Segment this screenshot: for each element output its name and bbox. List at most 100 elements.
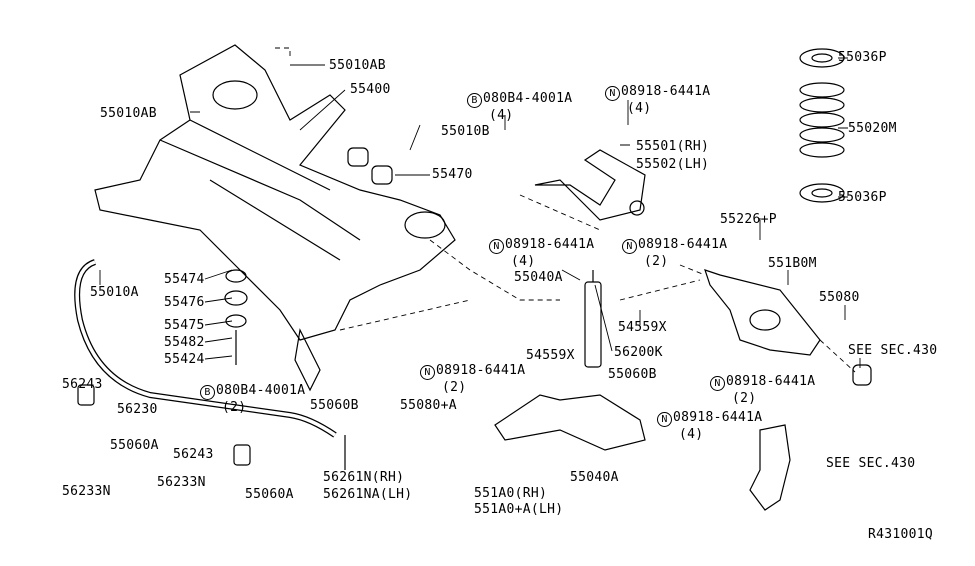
part-number: 56261NA(LH) <box>323 487 413 502</box>
part-number: 55020M <box>848 121 897 136</box>
part-quantity: (2) <box>644 254 669 269</box>
part-prefix-symbol: B <box>467 93 482 108</box>
part-prefix-symbol: N <box>420 365 435 380</box>
part-label: 56233N <box>157 475 206 490</box>
part-number: 55036P <box>838 50 887 65</box>
part-number: 551B0M <box>768 256 817 271</box>
part-number: 08918-6441A <box>505 237 595 252</box>
part-label: 55010B <box>441 124 490 139</box>
part-number: 55060B <box>608 367 657 382</box>
part-label: 55501(RH) <box>636 139 709 154</box>
stabilizer-bushing-drawing <box>233 444 251 466</box>
bushing-drawing <box>347 147 369 167</box>
part-quantity: (4) <box>627 101 652 116</box>
part-number: SEE SEC.430 <box>826 456 916 471</box>
part-number: 55476 <box>164 295 205 310</box>
part-label: 55060A <box>245 487 294 502</box>
part-number: 55036P <box>838 190 887 205</box>
part-number: 55010AB <box>100 106 157 121</box>
part-quantity: (2) <box>732 391 757 406</box>
part-label: 55400 <box>350 82 391 97</box>
part-label: 54559X <box>618 320 667 335</box>
part-number: 56243 <box>173 447 214 462</box>
part-label: 55060B <box>608 367 657 382</box>
part-number: 55060A <box>245 487 294 502</box>
part-label: SEE SEC.430 <box>826 456 915 471</box>
part-number: SEE SEC.430 <box>848 343 938 358</box>
lower-arm-front-drawing <box>494 394 646 451</box>
leader-lines <box>99 57 861 368</box>
part-number: 55470 <box>432 167 473 182</box>
part-prefix-symbol: N <box>710 376 725 391</box>
part-label: 56243 <box>173 447 214 462</box>
part-label: 551A0+A(LH) <box>474 502 563 517</box>
part-number: 55010AB <box>329 58 386 73</box>
part-quantity: (4) <box>511 254 536 269</box>
part-label: 55040A <box>514 270 563 285</box>
part-number: 56233N <box>62 484 111 499</box>
part-label: 55475 <box>164 318 205 333</box>
part-label: 55010A <box>90 285 139 300</box>
part-label: 55080+A <box>400 398 457 413</box>
part-number: 55060B <box>310 398 359 413</box>
mount-stack-drawing <box>224 269 248 365</box>
part-label: 56233N <box>62 484 111 499</box>
part-label: 56243 <box>62 377 103 392</box>
part-number: 54559X <box>526 348 575 363</box>
part-label: 55482 <box>164 335 205 350</box>
bushing-drawing <box>371 165 393 185</box>
part-number: 080B4-4001A <box>216 383 306 398</box>
part-number: 55080 <box>819 290 860 305</box>
part-number: 08918-6441A <box>726 374 816 389</box>
part-number: 56261N(RH) <box>323 470 405 485</box>
part-quantity: (2) <box>222 400 247 415</box>
part-number: 56233N <box>157 475 206 490</box>
part-label: 55060A <box>110 438 159 453</box>
part-label: 55502(LH) <box>636 157 709 172</box>
part-number: 551A0(RH) <box>474 486 548 501</box>
part-label: 55470 <box>432 167 473 182</box>
part-label: 55040A <box>570 470 619 485</box>
part-number: 08918-6441A <box>638 237 728 252</box>
part-number: 55400 <box>350 82 391 97</box>
part-number: 08918-6441A <box>621 84 711 99</box>
part-label: 56261N(RH) <box>323 470 404 485</box>
part-prefix-symbol: N <box>657 412 672 427</box>
part-number: 08918-6441A <box>673 410 763 425</box>
coil-spring-drawing <box>799 48 845 203</box>
part-label: 54559X <box>526 348 575 363</box>
part-number: 55040A <box>570 470 619 485</box>
part-number: 55060A <box>110 438 159 453</box>
part-quantity: (2) <box>442 380 467 395</box>
dashed-leader-lines <box>275 47 856 373</box>
part-label: 56230 <box>117 402 158 417</box>
part-label: 55226+P <box>720 212 777 227</box>
part-number: 55080+A <box>400 398 457 413</box>
reference-code: R431001Q <box>868 527 934 542</box>
part-number: 55226+P <box>720 212 777 227</box>
part-number: 55010A <box>90 285 139 300</box>
lower-arm-rear-drawing <box>704 269 821 356</box>
part-prefix-symbol: N <box>622 239 637 254</box>
part-label: 55010AB <box>329 58 386 73</box>
knuckle-drawing <box>749 424 791 511</box>
part-number: 55424 <box>164 352 205 367</box>
upper-arm-drawing <box>534 149 646 221</box>
part-number: 55475 <box>164 318 205 333</box>
part-number: 55482 <box>164 335 205 350</box>
part-label: 55474 <box>164 272 205 287</box>
part-number: 56200K <box>614 345 663 360</box>
part-number: 55040A <box>514 270 563 285</box>
part-label: 55036P <box>838 190 887 205</box>
part-label: 56261NA(LH) <box>323 487 412 502</box>
part-number: 54559X <box>618 320 667 335</box>
part-number: 55474 <box>164 272 205 287</box>
